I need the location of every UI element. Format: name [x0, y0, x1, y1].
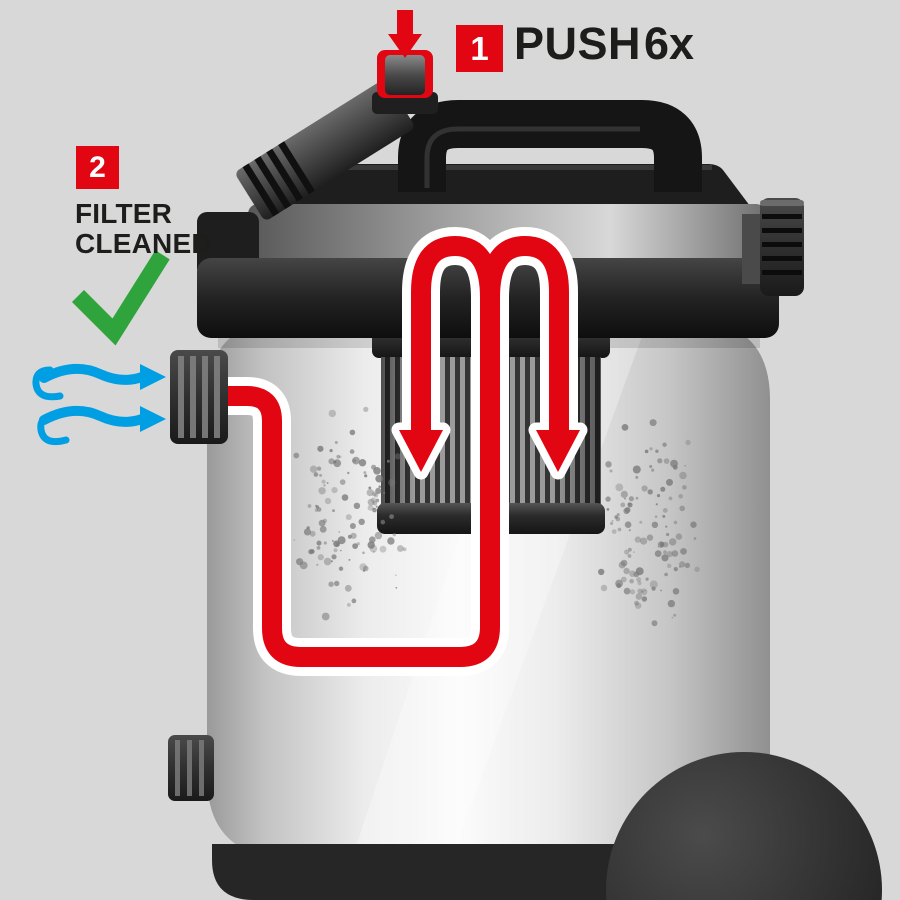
airflow-icon: [39, 363, 147, 385]
vacuum-base: [212, 844, 650, 900]
lid-deck: [262, 164, 756, 214]
step-1-badge: 1: [456, 25, 503, 72]
air-inlet-port: [170, 350, 228, 444]
top-hose-connector: [236, 80, 414, 220]
filter-cleaned-line2: CLEANED: [75, 228, 212, 259]
airflow-arrowhead-left: [399, 430, 443, 472]
filter-cleaned-label: FILTER CLEANED: [75, 199, 212, 259]
push-action-label: PUSH: [514, 18, 642, 69]
check-icon: [71, 250, 170, 346]
carry-handle: [398, 100, 702, 192]
exhaust-port: [742, 198, 804, 296]
airflow-icon: [39, 405, 147, 427]
airflow-path: [224, 227, 588, 676]
rear-wheel: [606, 752, 882, 900]
step-2-badge: 2: [76, 146, 119, 189]
dust-particles-right: [598, 419, 700, 627]
air-intake-arrows: [32, 363, 166, 446]
filter-clean-button[interactable]: [385, 55, 425, 95]
airflow-arrowhead-right: [536, 430, 580, 472]
dust-particles-left: [293, 406, 407, 621]
push-arrow-icon: [388, 10, 422, 58]
drain-port: [168, 735, 214, 801]
push-count-label: 6x: [644, 18, 695, 69]
filter-cleaned-line1: FILTER: [75, 198, 173, 229]
